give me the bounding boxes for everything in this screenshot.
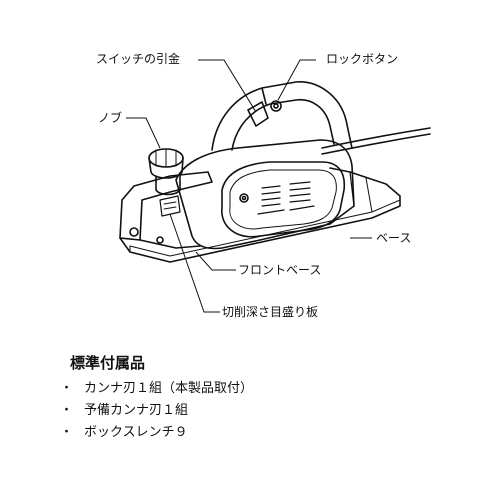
accessory-item-spare-blade: 予備カンナ刃１組	[84, 403, 189, 418]
accessory-item-blade-set: カンナ刃１組（本製品取付）	[84, 381, 254, 396]
bullet: ・	[60, 403, 74, 418]
power-cord	[321, 127, 431, 149]
label-switch-trigger: スイッチの引金	[96, 52, 181, 66]
depth-scale-plate	[159, 195, 181, 217]
vent-slots	[257, 181, 315, 215]
label-depth-scale: 切削深さ目盛り板	[222, 305, 319, 319]
base-plate	[119, 167, 401, 263]
label-knob: ノブ	[98, 111, 123, 125]
accessory-item-box-wrench: ボックスレンチ９	[84, 425, 188, 440]
list-item: ・ボックスレンチ９	[60, 422, 253, 444]
leader-switch	[198, 59, 257, 113]
side-cover	[221, 161, 346, 238]
accessories-title: 標準付属品	[70, 354, 146, 372]
leader-lock	[277, 59, 316, 101]
accessories-list: ・カンナ刃１組（本製品取付） ・予備カンナ刃１組 ・ボックスレンチ９	[60, 378, 253, 444]
bullet: ・	[60, 381, 74, 396]
list-item: ・カンナ刃１組（本製品取付）	[60, 378, 253, 400]
front-base	[119, 171, 213, 241]
label-front-base: フロントベース	[238, 263, 322, 277]
lock-button	[270, 100, 282, 112]
label-lock-button: ロックボタン	[326, 52, 399, 66]
power-planer-diagram	[119, 59, 431, 313]
bullet: ・	[60, 425, 74, 440]
handle	[211, 81, 353, 151]
leader-depth-scale	[169, 213, 220, 313]
list-item: ・予備カンナ刃１組	[60, 400, 253, 422]
leader-knob	[126, 117, 161, 149]
label-base: ベース	[376, 231, 412, 245]
leader-front-base	[195, 251, 236, 271]
switch-trigger	[247, 101, 269, 127]
motor-housing	[175, 139, 355, 250]
